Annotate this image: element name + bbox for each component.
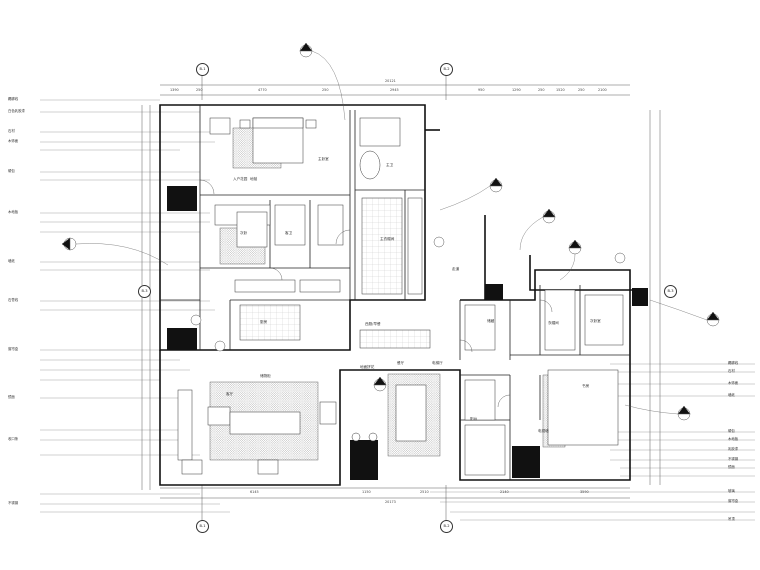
right-legend-10: 窗帘盒 [728, 499, 739, 503]
dim-top-9: 250 [578, 88, 585, 92]
right-legend-2: 木饰面 [728, 381, 739, 385]
doors [199, 179, 553, 408]
furniture [177, 117, 624, 476]
right-legend-7: 不锈钢 [728, 457, 739, 461]
dim-bottom-3: 2140 [500, 490, 509, 494]
room-corridor: 走道 [452, 267, 460, 271]
left-legend-7: 石膏线 [8, 298, 19, 302]
left-legend-5: 木地板 [8, 210, 19, 214]
right-legend-5: 木地板 [728, 437, 739, 441]
dim-bottom-0: 6145 [250, 490, 259, 494]
room-dining: 餐厅 [397, 361, 405, 365]
room-kitchen: 厨房 [260, 320, 268, 324]
note-floor-pattern: 地面拼花 [360, 365, 375, 369]
left-legend-9: 镜面 [8, 395, 15, 399]
note-cabinet: 储物柜 [260, 374, 271, 378]
dim-bottom-4: 3590 [580, 490, 589, 494]
left-legend-2: 石材 [8, 129, 15, 133]
room-living: 客厅 [226, 392, 234, 396]
left-legend-leaders [40, 99, 230, 513]
dim-top-2: 4770 [258, 88, 267, 92]
dim-bottom-1: 1150 [362, 490, 371, 494]
left-legend-10: 收口条 [8, 437, 19, 441]
note-carpet: 地毯 [250, 177, 258, 181]
axis-tag-b5: B-3 [138, 285, 151, 298]
dim-top-5: 950 [478, 88, 485, 92]
dim-bottom-2: 2510 [420, 490, 429, 494]
left-legend-3: 木饰面 [8, 139, 19, 143]
left-legend-4: 硬包 [8, 169, 15, 173]
room-storage: 储藏 [487, 319, 495, 323]
room-walk-in-closet: 衣帽间 [548, 321, 559, 325]
room-master-bath: 主卫 [386, 163, 394, 167]
room-second-bedroom: 次卧室 [590, 319, 601, 323]
axis-tag-b1: B-1 [196, 63, 209, 76]
dim-top-6: 1290 [512, 88, 521, 92]
right-legend-leaders [430, 363, 755, 521]
room-master-bedroom: 主卧室 [318, 157, 329, 161]
room-master-closet: 主衣帽间 [380, 237, 395, 241]
dim-top-8: 1520 [556, 88, 565, 92]
dim-top-7: 250 [538, 88, 545, 92]
right-legend-8: 镜面 [728, 465, 735, 469]
right-legend-3: 墙纸 [728, 393, 735, 397]
axis-tag-b3: B-1 [196, 520, 209, 533]
left-legend-0: 踢脚线 [8, 97, 19, 101]
right-legend-4: 硬包 [728, 429, 735, 433]
dim-overall-top: 20121 [385, 79, 396, 83]
right-legend-1: 石材 [728, 369, 735, 373]
room-guest-bath: 客卫 [285, 231, 293, 235]
right-legend-11: 吊顶 [728, 517, 735, 521]
right-legend-0: 踢脚线 [728, 361, 739, 365]
left-legend-11: 不锈钢 [8, 501, 19, 505]
dim-overall-bottom: 20173 [385, 500, 396, 504]
note-tv-wall: 电视墙 [538, 429, 549, 433]
callout-leaders [75, 50, 708, 415]
axis-tag-b2: B-2 [440, 63, 453, 76]
room-western-kitchen: 西厨/早餐 [365, 322, 381, 326]
interior-walls [160, 105, 630, 480]
axis-tag-b4: B-2 [440, 520, 453, 533]
axis-tag-b6: B-3 [664, 285, 677, 298]
dim-top-10: 2100 [598, 88, 607, 92]
room-balcony: 阳台 [470, 417, 478, 421]
dim-top-3: 250 [322, 88, 329, 92]
right-legend-6: 乳胶漆 [728, 447, 739, 451]
room-study: 书房 [582, 384, 590, 388]
left-legend-8: 窗帘盒 [8, 347, 19, 351]
dim-top-4: 2945 [390, 88, 399, 92]
right-legend-9: 玻璃 [728, 489, 735, 493]
section-callouts [61, 42, 720, 421]
left-legend-6: 墙纸 [8, 259, 15, 263]
structural-columns [167, 186, 648, 480]
room-entry: 入户花园 [233, 177, 248, 181]
left-legend-1: 白色乳胶漆 [8, 109, 25, 113]
room-elevator-hall: 电梯厅 [432, 361, 443, 365]
room-guest-room: 次卧 [240, 231, 248, 235]
dim-top-0: 1390 [170, 88, 179, 92]
dim-top-1: 250 [196, 88, 203, 92]
